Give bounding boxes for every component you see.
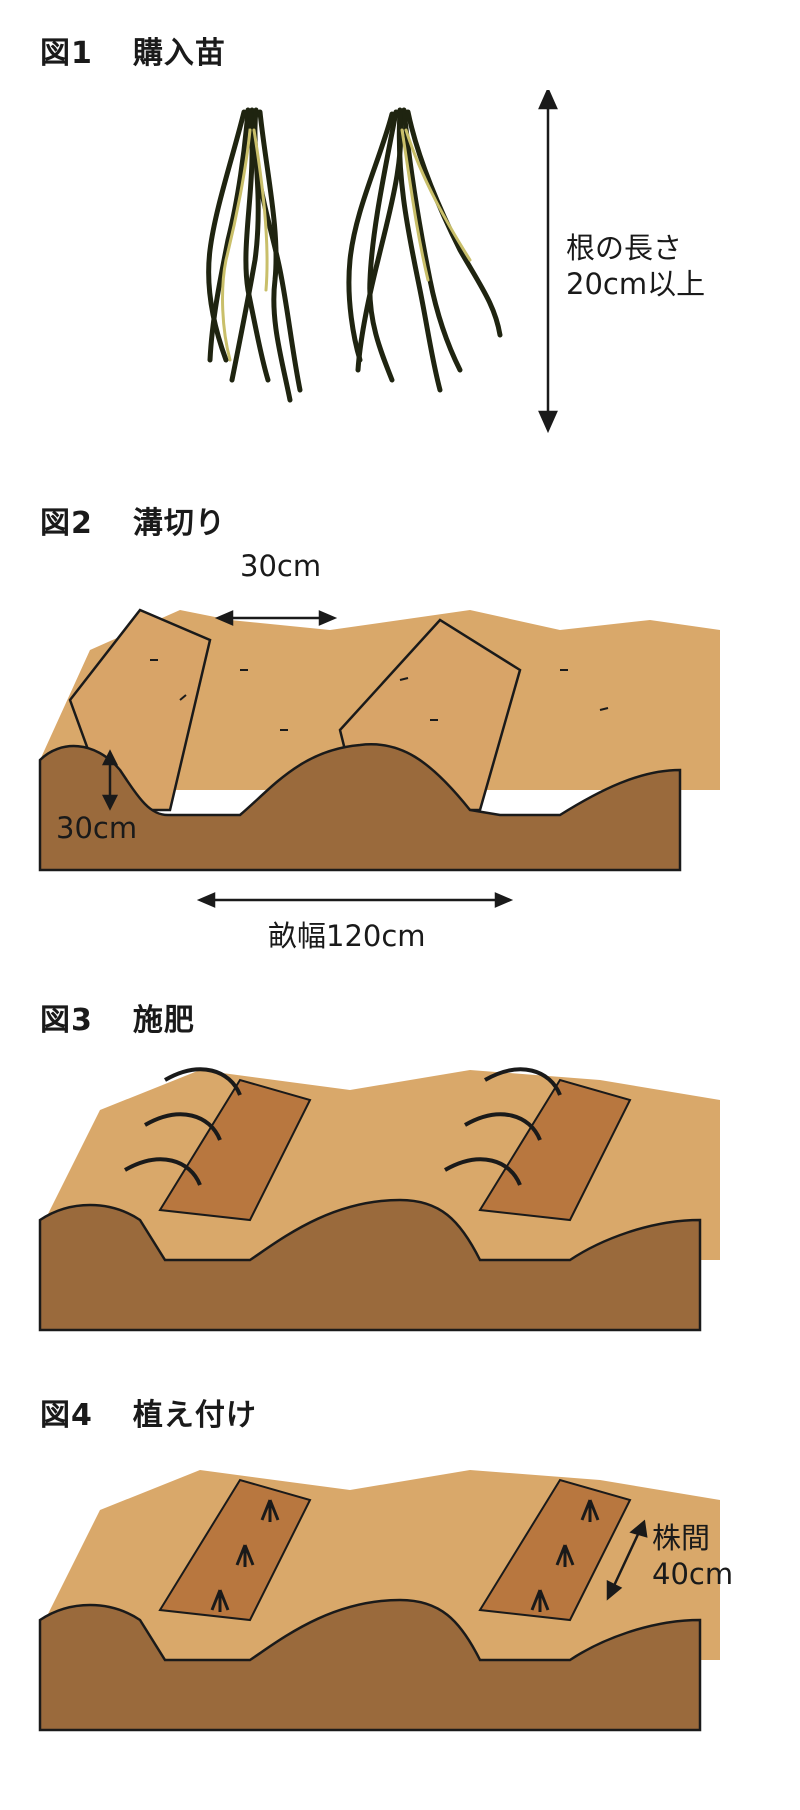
trench-digging-illustration bbox=[38, 608, 720, 872]
trench-width-arrow bbox=[214, 610, 338, 626]
planted-seedlings bbox=[210, 1499, 600, 1612]
trench-depth-label: 30cm bbox=[56, 811, 138, 845]
right-seedling-roots bbox=[346, 107, 503, 393]
bed-width-label: 畝幅120cm bbox=[268, 919, 426, 953]
root-length-label: 根の長さ 20cm以上 bbox=[566, 230, 705, 303]
fig2-title: 図2 溝切り bbox=[40, 498, 226, 542]
root-length-arrow bbox=[538, 90, 558, 434]
plant-spacing-label-line1: 株間 bbox=[652, 1521, 711, 1555]
fig3-title: 図3 施肥 bbox=[40, 995, 195, 1039]
fig4-title-text: 植え付け bbox=[132, 1398, 257, 1433]
fertilizer-arrows bbox=[124, 1067, 562, 1186]
left-seedling-roots bbox=[206, 107, 303, 403]
trench-depth-arrow bbox=[101, 749, 119, 811]
seedling-roots-illustration bbox=[206, 90, 558, 434]
planting-illustration bbox=[38, 1470, 720, 1732]
fertilized-strip-1 bbox=[158, 1078, 312, 1222]
planting-strip-2 bbox=[478, 1478, 632, 1622]
trench-width-label: 30cm bbox=[240, 549, 322, 583]
soil-cross-section bbox=[38, 1198, 702, 1332]
root-length-label-line1: 根の長さ bbox=[566, 231, 683, 265]
bed-width-arrow bbox=[196, 892, 514, 908]
fig3-number: 図3 bbox=[40, 1003, 93, 1038]
soil-cross-section bbox=[38, 1598, 702, 1732]
fig2-title-text: 溝切り bbox=[132, 506, 226, 541]
fertilized-strip-2 bbox=[478, 1078, 632, 1222]
root-length-label-line2: 20cm以上 bbox=[566, 267, 706, 302]
fig1-title-text: 購入苗 bbox=[132, 36, 226, 71]
plant-spacing-label: 株間 40cm bbox=[652, 1520, 733, 1593]
fertilizing-illustration bbox=[38, 1067, 720, 1332]
fig3-title-text: 施肥 bbox=[132, 1003, 195, 1038]
fig4-number: 図4 bbox=[40, 1398, 93, 1433]
planting-strip-1 bbox=[158, 1478, 312, 1622]
fig1-number: 図1 bbox=[40, 36, 93, 71]
fig4-title: 図4 植え付け bbox=[40, 1390, 257, 1434]
plant-spacing-arrow bbox=[606, 1519, 648, 1601]
plant-spacing-label-line2: 40cm bbox=[652, 1557, 734, 1592]
fig2-number: 図2 bbox=[40, 506, 93, 541]
fig1-title: 図1 購入苗 bbox=[40, 28, 226, 72]
